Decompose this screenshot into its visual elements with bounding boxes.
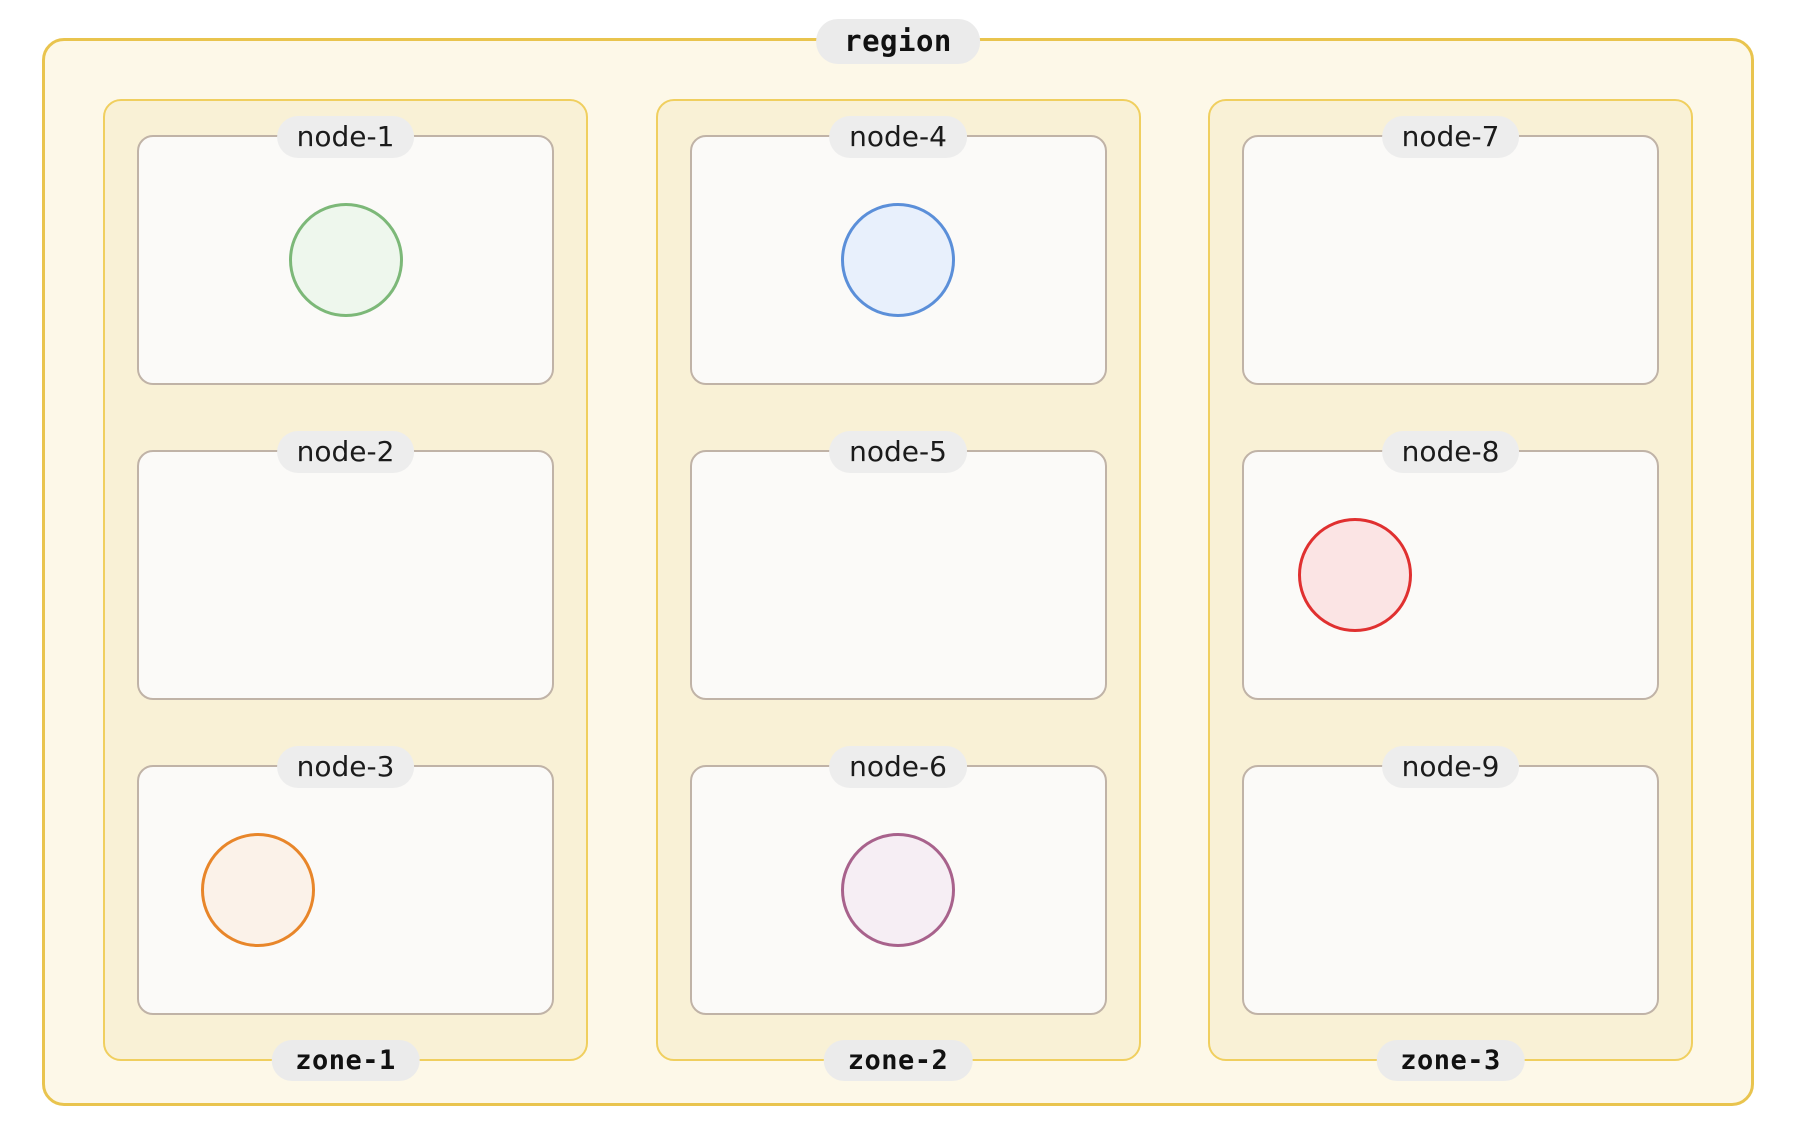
node-box-2[interactable]: node-2 xyxy=(137,431,554,700)
node-box-6[interactable]: node-6 xyxy=(689,746,1107,1015)
node-label-2: node-2 xyxy=(276,431,415,473)
zone-label-2: zone-2 xyxy=(823,1039,973,1081)
zone-label-1: zone-1 xyxy=(271,1039,420,1081)
zone-container-2[interactable]: node-4 node-5 node-6 zone-2 xyxy=(655,99,1141,1081)
node-circle-6 xyxy=(841,833,955,947)
node-label-6: node-6 xyxy=(829,746,967,788)
node-box-3[interactable]: node-3 xyxy=(137,746,554,1015)
node-box-4[interactable]: node-4 xyxy=(689,116,1107,385)
node-box-5[interactable]: node-5 xyxy=(689,431,1107,700)
node-label-1: node-1 xyxy=(276,116,415,158)
zone-label-3: zone-3 xyxy=(1376,1039,1525,1081)
node-label-8: node-8 xyxy=(1381,431,1520,473)
node-label-3: node-3 xyxy=(276,746,415,788)
node-label-5: node-5 xyxy=(829,431,967,473)
node-box-8[interactable]: node-8 xyxy=(1242,431,1659,700)
node-box-7[interactable]: node-7 xyxy=(1242,116,1659,385)
node-circle-3 xyxy=(201,833,315,947)
node-label-7: node-7 xyxy=(1381,116,1520,158)
node-circle-8 xyxy=(1298,518,1412,632)
zone-row: node-1 node-2 node-3 zone-1 node-4 node-… xyxy=(103,99,1693,1081)
node-circle-4 xyxy=(841,203,955,317)
zone-container-1[interactable]: node-1 node-2 node-3 zone-1 xyxy=(103,99,588,1081)
node-circle-1 xyxy=(288,203,403,317)
node-label-9: node-9 xyxy=(1381,746,1520,788)
node-box-1[interactable]: node-1 xyxy=(137,116,554,385)
region-container: region node-1 node-2 node-3 zone-1 node-… xyxy=(42,19,1754,1106)
zone-container-3[interactable]: node-7 node-8 node-9 zone-3 xyxy=(1208,99,1693,1081)
node-box-9[interactable]: node-9 xyxy=(1242,746,1659,1015)
node-label-4: node-4 xyxy=(829,116,967,158)
region-label: region xyxy=(816,19,980,65)
